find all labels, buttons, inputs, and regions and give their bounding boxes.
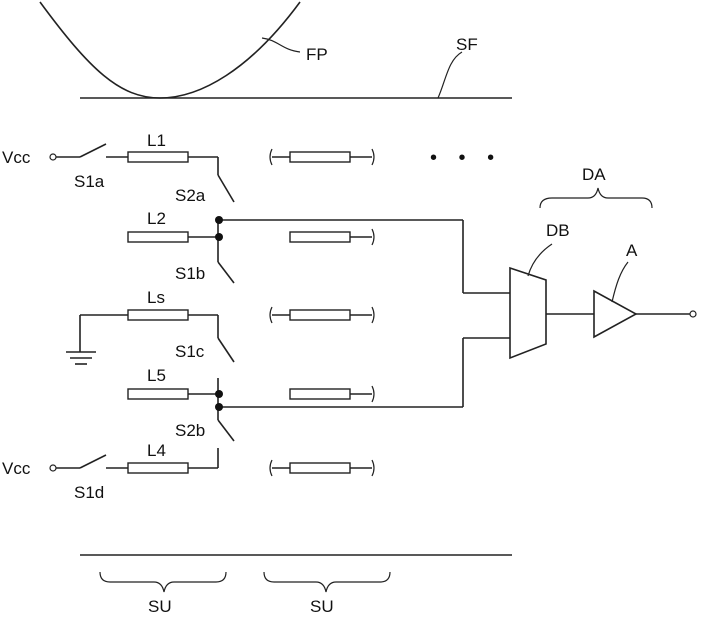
switch-s1d [79, 454, 107, 469]
vcc-bottom-label: Vcc [2, 459, 31, 478]
fp-label: FP [306, 45, 328, 64]
amplifier-a [593, 289, 638, 339]
junction-dot [215, 403, 223, 411]
resistor-l4 [127, 462, 189, 474]
db-label: DB [546, 221, 570, 240]
ls-label: Ls [147, 288, 165, 307]
su-right-label: SU [310, 597, 334, 616]
s2a-label: S2a [175, 186, 206, 205]
su-right-brace [263, 571, 391, 593]
fp-leader [261, 37, 301, 53]
switch-s2a [217, 174, 235, 203]
a-label: A [626, 241, 638, 260]
resistor-l2 [127, 231, 189, 243]
ellipsis: • • • [430, 147, 502, 169]
switch-s1a [79, 143, 107, 158]
junction-dot [215, 390, 223, 398]
a-leader [611, 261, 629, 303]
l1-label: L1 [147, 131, 166, 150]
db-leader [527, 243, 553, 277]
s1a-label: S1a [74, 172, 105, 191]
ground-icon [66, 351, 96, 365]
demux-block-db [509, 266, 547, 360]
s2b-label: S2b [175, 421, 205, 440]
vcc-bottom-terminal [49, 464, 57, 472]
s1d-label: S1d [74, 483, 104, 502]
resistor-l1 [127, 151, 189, 163]
switch-s1b [217, 261, 235, 284]
su-left-brace [99, 571, 227, 593]
s1b-label: S1b [175, 264, 205, 283]
resistor-ls [127, 309, 189, 321]
switch-s2b [217, 419, 235, 442]
s1c-label: S1c [175, 342, 205, 361]
da-label: DA [582, 165, 606, 184]
output-terminal [689, 310, 697, 318]
resistor-l5 [127, 388, 189, 400]
junction-dot [215, 233, 223, 241]
vcc-top-label: Vcc [2, 148, 31, 167]
sf-leader [437, 51, 463, 99]
l2-label: L2 [147, 209, 166, 228]
switch-s1c [217, 337, 235, 363]
resistor-column-2 [269, 148, 375, 477]
finger-curve [39, 1, 301, 99]
l4-label: L4 [147, 441, 166, 460]
vcc-top-terminal [49, 153, 57, 161]
sf-label: SF [456, 35, 478, 54]
l5-label: L5 [147, 366, 166, 385]
da-brace [539, 187, 653, 209]
junction-dot [215, 216, 223, 224]
su-left-label: SU [148, 597, 172, 616]
